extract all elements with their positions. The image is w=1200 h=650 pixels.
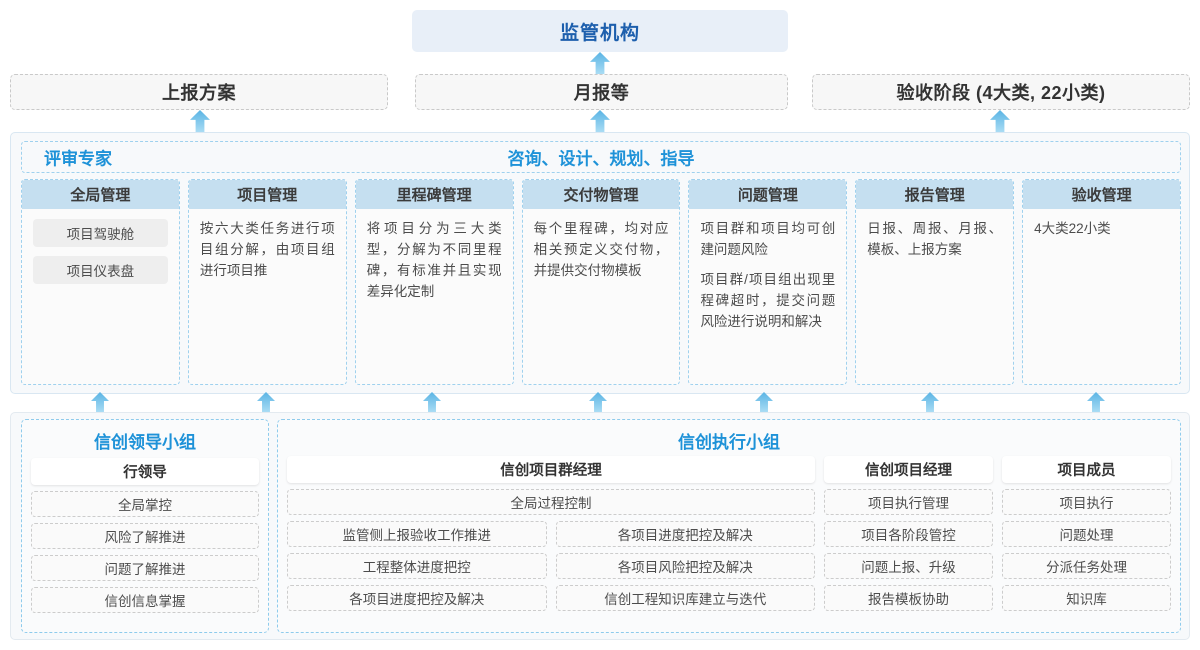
list-item: 项目各阶段管控	[824, 521, 993, 547]
group-leadership: 信创领导小组 行领导 全局掌控 风险了解推进 问题了解推进 信创信息掌握	[21, 419, 269, 633]
list-item: 分派任务处理	[1002, 553, 1171, 579]
list-item: 信创信息掌握	[31, 587, 259, 613]
list-item: 报告模板协助	[824, 585, 993, 611]
arrow-up-col-5	[755, 392, 773, 412]
list-item: 项目执行管理	[824, 489, 993, 515]
column-title-issue: 问题管理	[689, 180, 847, 209]
list-item: 问题了解推进	[31, 555, 259, 581]
consulting-panel: 评审专家 咨询、设计、规划、指导 全局管理 项目驾驶舱 项目仪表盘 项目管理 按…	[10, 132, 1190, 394]
report-box-monthly: 月报等	[415, 74, 788, 110]
report-box-plan: 上报方案	[10, 74, 388, 110]
column-title-deliverable: 交付物管理	[522, 180, 680, 209]
role-head-bank-leader: 行领导	[31, 458, 259, 485]
pill-project-cockpit: 项目驾驶舱	[33, 219, 168, 247]
column-body-report: 日报、周报、月报、模板、上报方案	[856, 209, 1013, 384]
list-item: 问题上报、升级	[824, 553, 993, 579]
report-label-acceptance: 验收阶段 (4大类, 22小类)	[896, 83, 1106, 103]
list-item: 问题处理	[1002, 521, 1171, 547]
regulator-box: 监管机构	[412, 10, 788, 52]
column-text-report: 日报、周报、月报、模板、上报方案	[867, 221, 1003, 257]
list-item: 监管侧上报验收工作推进	[287, 521, 547, 547]
list-item: 项目执行	[1002, 489, 1171, 515]
report-label-plan: 上报方案	[162, 83, 236, 103]
list-item: 工程整体进度把控	[287, 553, 547, 579]
organisation-row: 信创领导小组 行领导 全局掌控 风险了解推进 问题了解推进 信创信息掌握 信创执…	[10, 412, 1190, 640]
group-title-execution: 信创执行小组	[678, 433, 780, 452]
column-body-issue: 项目群和项目均可创建问题风险 项目群/项目组出现里程碑超时，提交问题风险进行说明…	[689, 209, 846, 384]
role-head-program-manager: 信创项目群经理	[287, 456, 815, 483]
group-title-leadership: 信创领导小组	[94, 433, 196, 452]
execution-columns: 信创项目群经理 全局过程控制 监管侧上报验收工作推进 各项目进度把控及解决 工程…	[278, 452, 1180, 620]
role-block-program-manager: 信创项目群经理 全局过程控制 监管侧上报验收工作推进 各项目进度把控及解决 工程…	[287, 456, 815, 611]
capability-columns: 全局管理 项目驾驶舱 项目仪表盘 项目管理 按六大类任务进行项目组分解，由项目组…	[21, 179, 1182, 385]
report-row: 上报方案 月报等 验收阶段 (4大类, 22小类)	[0, 74, 1200, 110]
arrow-to-acceptance	[990, 110, 1010, 132]
capability-column-global: 全局管理 项目驾驶舱 项目仪表盘	[21, 179, 180, 385]
column-text-deliverable: 每个里程碑，均对应相关预定义交付物，并提供交付物模板	[533, 221, 669, 278]
list-item: 全局掌控	[31, 491, 259, 517]
report-box-acceptance: 验收阶段 (4大类, 22小类)	[812, 74, 1190, 110]
list-item: 风险了解推进	[31, 523, 259, 549]
arrow-up-col-4	[589, 392, 607, 412]
program-manager-row-3: 各项目进度把控及解决 信创工程知识库建立与迭代	[287, 585, 815, 611]
arrow-up-col-3	[423, 392, 441, 412]
role-block-project-member: 项目成员 项目执行 问题处理 分派任务处理 知识库	[1002, 456, 1171, 611]
arrow-up-col-1	[91, 392, 109, 412]
consulting-scope-label: 咨询、设计、规划、指导	[507, 149, 695, 169]
column-body-acceptance: 4大类22小类	[1023, 209, 1180, 384]
column-title-acceptance: 验收管理	[1023, 180, 1181, 209]
list-item: 各项目进度把控及解决	[287, 585, 547, 611]
column-text-issue-1: 项目群和项目均可创建问题风险	[700, 221, 836, 257]
role-head-project-manager: 信创项目经理	[824, 456, 993, 483]
program-manager-row-1: 监管侧上报验收工作推进 各项目进度把控及解决	[287, 521, 815, 547]
column-body-milestone: 将项目分为三大类型，分解为不同里程碑，有标准并且实现差异化定制	[356, 209, 513, 384]
column-title-milestone: 里程碑管理	[355, 180, 513, 209]
capability-column-acceptance: 验收管理 4大类22小类	[1022, 179, 1182, 385]
arrow-to-monthly	[590, 110, 610, 132]
column-text-project: 按六大类任务进行项目组分解，由项目组进行项目推	[199, 221, 335, 278]
list-item: 知识库	[1002, 585, 1171, 611]
arrow-up-col-7	[1087, 392, 1105, 412]
column-text-issue-2: 项目群/项目组出现里程碑超时，提交问题风险进行说明和解决	[700, 271, 836, 329]
regulator-label: 监管机构	[559, 22, 640, 44]
column-text-milestone: 将项目分为三大类型，分解为不同里程碑，有标准并且实现差异化定制	[366, 221, 502, 299]
column-text-acceptance: 4大类22小类	[1034, 221, 1111, 236]
list-item: 信创工程知识库建立与迭代	[555, 585, 815, 611]
list-item: 各项目风险把控及解决	[555, 553, 815, 579]
report-label-monthly: 月报等	[573, 83, 630, 103]
capability-column-deliverable: 交付物管理 每个里程碑，均对应相关预定义交付物，并提供交付物模板	[521, 179, 681, 385]
pill-project-dashboard: 项目仪表盘	[33, 256, 168, 284]
capability-column-milestone: 里程碑管理 将项目分为三大类型，分解为不同里程碑，有标准并且实现差异化定制	[354, 179, 514, 385]
capability-column-report: 报告管理 日报、周报、月报、模板、上报方案	[855, 179, 1015, 385]
list-item: 全局过程控制	[287, 489, 815, 515]
list-item: 各项目进度把控及解决	[555, 521, 815, 547]
arrow-to-plan	[190, 110, 210, 132]
arrow-up-col-6	[921, 392, 939, 412]
group-execution: 信创执行小组 信创项目群经理 全局过程控制 监管侧上报验收工作推进 各项目进度把…	[277, 419, 1181, 633]
column-title-global: 全局管理	[22, 180, 179, 209]
consulting-header: 评审专家 咨询、设计、规划、指导	[21, 141, 1181, 173]
column-title-project: 项目管理	[188, 180, 346, 209]
capability-column-issue: 问题管理 项目群和项目均可创建问题风险 项目群/项目组出现里程碑超时，提交问题风…	[688, 179, 848, 385]
column-body-global: 项目驾驶舱 项目仪表盘	[22, 209, 179, 384]
arrow-up-col-2	[257, 392, 275, 412]
column-title-report: 报告管理	[856, 180, 1014, 209]
column-body-project: 按六大类任务进行项目组分解，由项目组进行项目推	[189, 209, 346, 384]
capability-column-project: 项目管理 按六大类任务进行项目组分解，由项目组进行项目推	[187, 179, 347, 385]
review-experts-label: 评审专家	[44, 149, 112, 169]
program-manager-row-2: 工程整体进度把控 各项目风险把控及解决	[287, 553, 815, 579]
column-body-deliverable: 每个里程碑，均对应相关预定义交付物，并提供交付物模板	[523, 209, 680, 384]
leadership-column: 行领导 全局掌控 风险了解推进 问题了解推进 信创信息掌握	[31, 458, 259, 613]
role-block-project-manager: 信创项目经理 项目执行管理 项目各阶段管控 问题上报、升级 报告模板协助	[824, 456, 993, 611]
role-head-project-member: 项目成员	[1002, 456, 1171, 483]
leadership-items: 行领导 全局掌控 风险了解推进 问题了解推进 信创信息掌握	[22, 452, 268, 622]
arrow-reports-to-regulator	[590, 52, 610, 74]
